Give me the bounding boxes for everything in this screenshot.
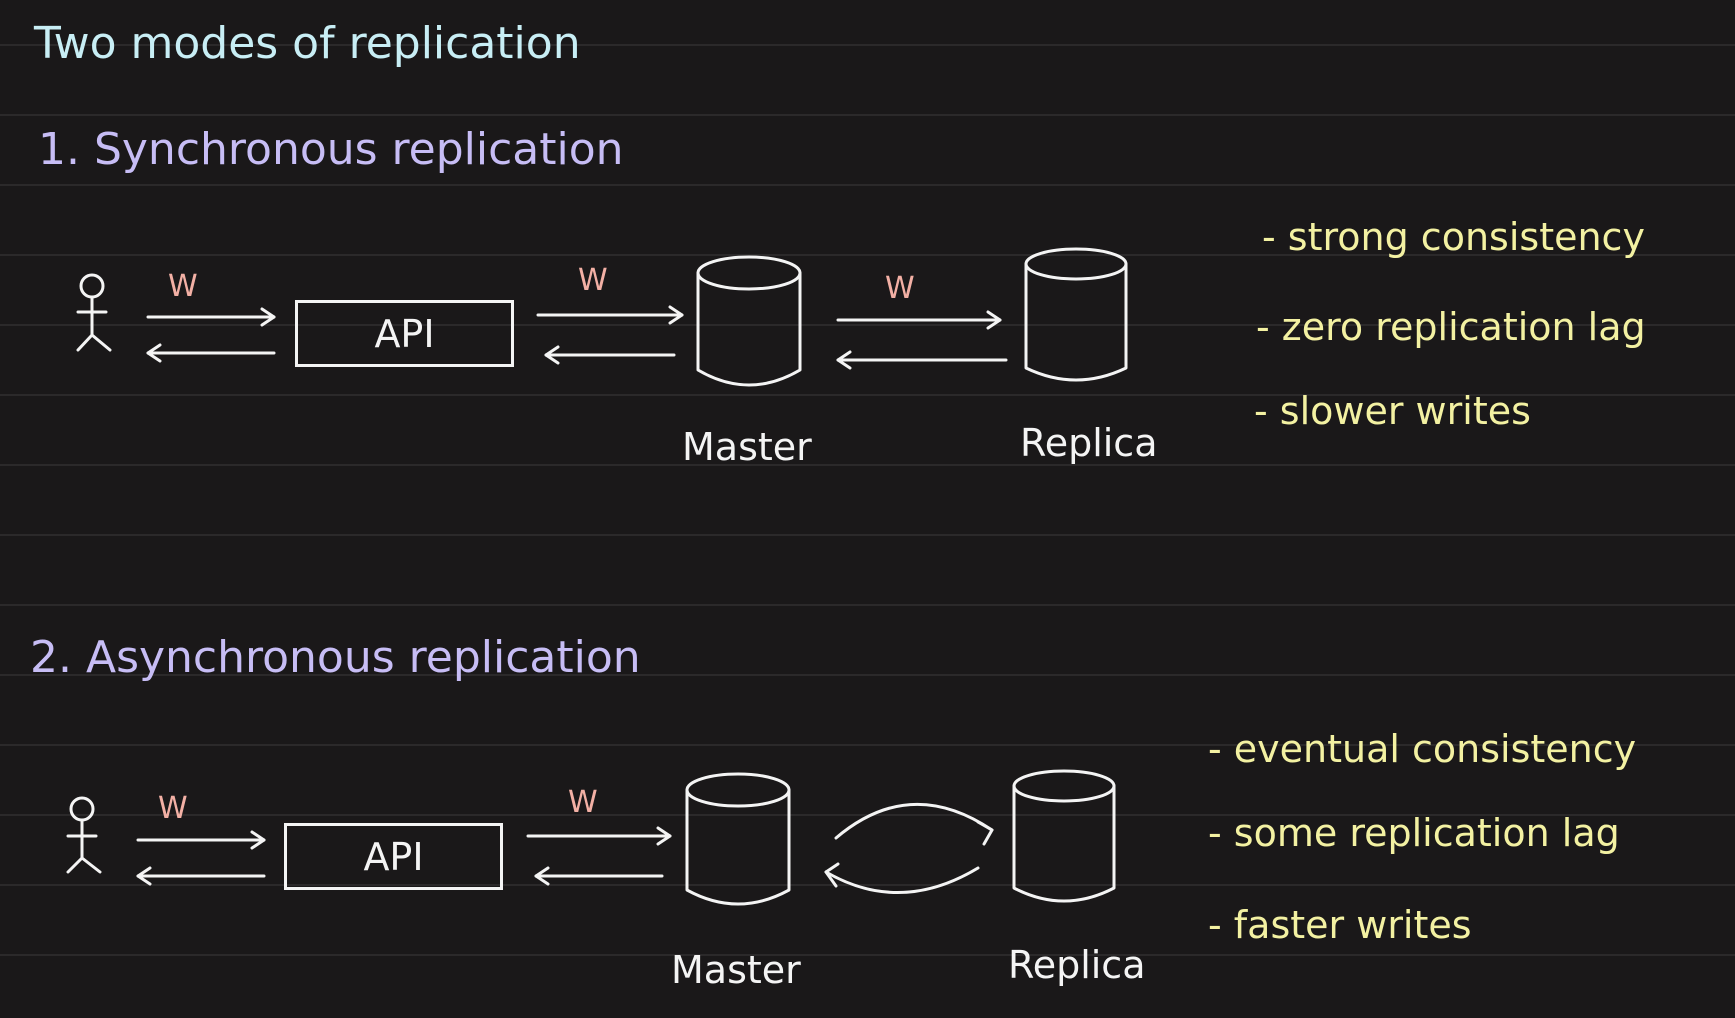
ruled-line (0, 954, 1735, 956)
api-label: API (363, 834, 424, 879)
async-note-3: - faster writes (1208, 903, 1472, 947)
arrow-left-icon (836, 350, 1008, 370)
ruled-line (0, 324, 1735, 326)
ruled-line (0, 394, 1735, 396)
page-title: Two modes of replication (34, 18, 581, 69)
arrow-right-icon (526, 826, 672, 846)
ruled-line (0, 674, 1735, 676)
api-box: API (295, 300, 514, 367)
ruled-line (0, 254, 1735, 256)
api-box: API (284, 823, 503, 890)
sync-note-2: - zero replication lag (1256, 305, 1646, 349)
ruled-line (0, 744, 1735, 746)
sync-note-1: - strong consistency (1262, 215, 1645, 259)
write-label: W (568, 785, 598, 820)
arrow-right-icon (836, 310, 1002, 330)
user-icon (66, 796, 102, 874)
arrow-right-icon (536, 305, 684, 325)
async-note-2: - some replication lag (1208, 811, 1620, 855)
async-heading: 2. Asynchronous replication (30, 632, 641, 683)
master-database-icon (696, 255, 802, 387)
user-icon (76, 273, 112, 352)
replica-label: Replica (1008, 943, 1146, 987)
ruled-line (0, 44, 1735, 46)
arrow-right-icon (146, 307, 276, 327)
master-database-icon (685, 772, 791, 906)
async-note-1: - eventual consistency (1208, 727, 1637, 771)
arrow-right-icon (136, 830, 266, 850)
write-label: W (578, 263, 608, 298)
write-label: W (158, 791, 188, 826)
replica-database-icon (1012, 769, 1116, 903)
master-label: Master (671, 948, 801, 992)
replica-database-icon (1024, 247, 1128, 382)
arrow-left-icon (534, 866, 664, 886)
api-label: API (374, 311, 435, 356)
curved-arrow-right-icon (834, 803, 994, 846)
write-label: W (885, 271, 915, 306)
sync-heading: 1. Synchronous replication (38, 124, 624, 175)
arrow-left-icon (146, 343, 276, 363)
sync-note-3: - slower writes (1254, 389, 1531, 433)
write-label: W (168, 269, 198, 304)
master-label: Master (682, 425, 812, 469)
arrow-left-icon (136, 866, 266, 886)
ruled-line (0, 114, 1735, 116)
ruled-line (0, 534, 1735, 536)
arrow-left-icon (544, 345, 676, 365)
ruled-line (0, 814, 1735, 816)
ruled-line (0, 884, 1735, 886)
ruled-line (0, 464, 1735, 466)
curved-arrow-left-icon (824, 862, 980, 895)
ruled-line (0, 184, 1735, 186)
ruled-line (0, 604, 1735, 606)
replica-label: Replica (1020, 421, 1158, 465)
